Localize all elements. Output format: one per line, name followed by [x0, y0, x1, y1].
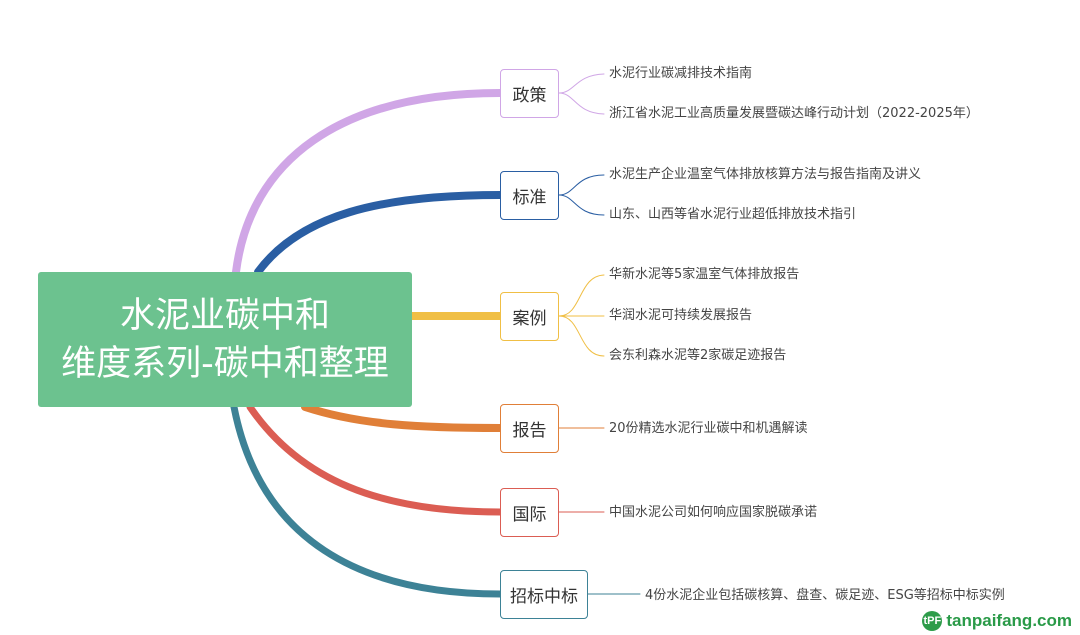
- connector-standard: [254, 191, 504, 276]
- branch-case[interactable]: 案例: [500, 292, 559, 341]
- leaf-case-2[interactable]: 华润水泥可持续发展报告: [609, 308, 753, 323]
- leaf-standard-2[interactable]: 山东、山西等省水泥行业超低排放技术指引: [609, 207, 857, 222]
- branch-policy[interactable]: 政策: [500, 69, 559, 118]
- watermark-text: tanpaifang.com: [946, 611, 1072, 630]
- leaf-line-standard-1: [558, 174, 605, 196]
- watermark: tPF tanpaifang.com: [922, 611, 1072, 631]
- branch-standard[interactable]: 标准: [500, 171, 559, 220]
- connector-policy: [232, 89, 504, 276]
- leaf-bidding-1[interactable]: 4份水泥企业包括碳核算、盘查、碳足迹、ESG等招标中标实例: [645, 588, 1005, 603]
- leaf-line-case-1: [558, 274, 605, 317]
- leaf-policy-2[interactable]: 浙江省水泥工业高质量发展暨碳达峰行动计划（2022-2025年）: [609, 106, 979, 121]
- leaf-report-1[interactable]: 20份精选水泥行业碳中和机遇解读: [609, 421, 808, 436]
- leaf-line-policy-2: [558, 92, 605, 115]
- central-topic[interactable]: 水泥业碳中和 维度系列-碳中和整理: [38, 272, 412, 407]
- watermark-logo-icon: tPF: [922, 611, 943, 631]
- connector-bidding: [230, 403, 504, 598]
- leaf-policy-1[interactable]: 水泥行业碳减排技术指南: [609, 66, 753, 81]
- leaf-standard-1[interactable]: 水泥生产企业温室气体排放核算方法与报告指南及讲义: [609, 167, 922, 182]
- connector-international: [246, 403, 504, 516]
- central-topic-line1: 水泥业碳中和: [119, 295, 330, 336]
- branch-bidding[interactable]: 招标中标: [500, 570, 588, 619]
- leaf-case-3[interactable]: 会东利森水泥等2家碳足迹报告: [609, 348, 787, 363]
- leaf-line-standard-2: [558, 194, 605, 216]
- central-topic-line2: 维度系列-碳中和整理: [61, 343, 389, 384]
- branch-report[interactable]: 报告: [500, 404, 559, 453]
- branch-international[interactable]: 国际: [500, 488, 559, 537]
- connector-report: [301, 403, 504, 432]
- leaf-case-1[interactable]: 华新水泥等5家温室气体排放报告: [609, 267, 800, 282]
- leaf-line-case-3: [558, 315, 605, 357]
- leaf-international-1[interactable]: 中国水泥公司如何响应国家脱碳承诺: [609, 505, 818, 520]
- leaf-line-policy-1: [558, 73, 605, 94]
